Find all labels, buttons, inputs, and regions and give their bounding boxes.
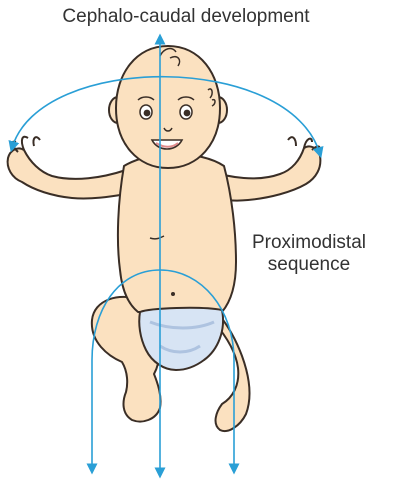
- torso: [118, 154, 236, 312]
- proximodistal-label-line1: Proximodistal: [252, 232, 366, 254]
- proximodistal-label-line2: sequence: [252, 254, 366, 276]
- head: [109, 46, 227, 168]
- left-eye: [140, 105, 152, 119]
- right-eye: [180, 105, 192, 119]
- left-arm: [8, 137, 126, 199]
- proximodistal-label: Proximodistal sequence: [252, 232, 366, 276]
